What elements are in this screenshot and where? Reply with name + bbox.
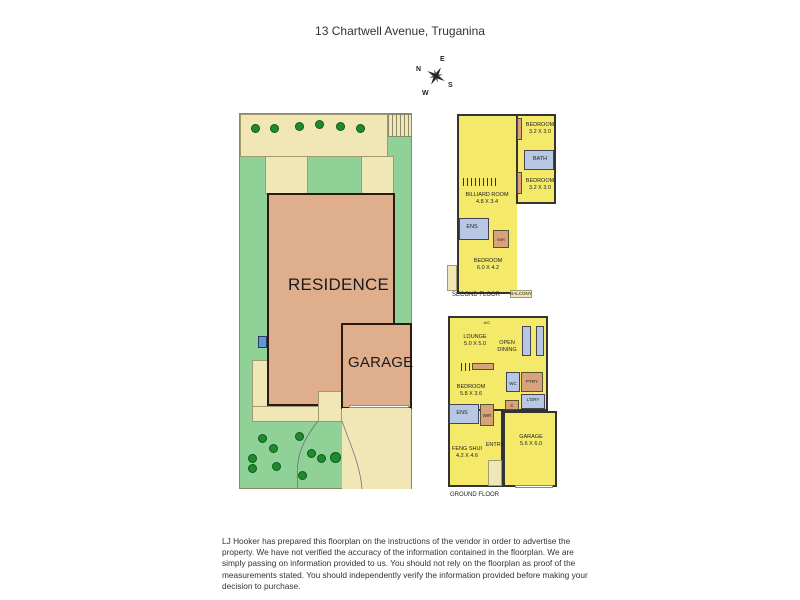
wir-ground-area bbox=[480, 404, 494, 426]
room-bath: BATH bbox=[532, 156, 548, 162]
room-ensuite-upper: ENS bbox=[466, 224, 478, 230]
room-ensuite-ground: ENS bbox=[456, 410, 468, 416]
tree-icon bbox=[272, 462, 281, 471]
second-floor-plan bbox=[457, 114, 517, 294]
room-entry: ENTRY bbox=[485, 442, 505, 448]
ground-floor-label: GROUND FLOOR bbox=[450, 492, 500, 498]
wir-area bbox=[493, 230, 509, 248]
room-wir-ground: WIR bbox=[482, 413, 492, 418]
robe bbox=[517, 172, 522, 194]
tree-icon bbox=[269, 444, 278, 453]
tree-icon bbox=[295, 122, 304, 131]
ensuite-area bbox=[459, 218, 489, 240]
property-address-title: 13 Chartwell Avenue, Truganina bbox=[315, 24, 485, 38]
tree-icon bbox=[330, 452, 341, 463]
site-plan: RESIDENCE GARAGE bbox=[239, 113, 414, 490]
robe bbox=[517, 118, 522, 140]
disclaimer-text: LJ Hooker has prepared this floorplan on… bbox=[222, 536, 588, 591]
balcony bbox=[510, 290, 532, 298]
driveway bbox=[342, 408, 411, 489]
tree-icon bbox=[295, 432, 304, 441]
compass-e: E bbox=[440, 56, 445, 63]
tree-icon bbox=[356, 124, 365, 133]
room-wc: WC bbox=[509, 381, 517, 386]
paving-left bbox=[265, 156, 308, 194]
ground-floor-garage bbox=[503, 411, 557, 487]
ensuite-ground-area bbox=[449, 404, 479, 424]
under-stair-storage bbox=[472, 363, 494, 370]
entry-porch bbox=[488, 460, 502, 486]
compass-w: W bbox=[422, 90, 429, 97]
room-pantry: PTRY bbox=[526, 379, 538, 384]
tree-icon bbox=[307, 449, 316, 458]
garden-path bbox=[296, 420, 363, 490]
garage-label: GARAGE bbox=[348, 354, 414, 371]
room-open-dining: OPEN DINING bbox=[497, 340, 517, 353]
kitchen-bench bbox=[522, 326, 531, 356]
garage-door bbox=[349, 405, 409, 408]
room-cupboard: C bbox=[510, 403, 514, 408]
staircase-icon bbox=[460, 178, 496, 186]
tree-icon bbox=[317, 454, 326, 463]
tree-icon bbox=[270, 124, 279, 133]
room-wir-upper: WIR bbox=[497, 237, 505, 242]
side-balcony bbox=[447, 265, 457, 291]
kitchen-bench-2 bbox=[536, 326, 544, 356]
tree-icon bbox=[248, 464, 257, 473]
tree-icon bbox=[336, 122, 345, 131]
tree-icon bbox=[298, 471, 307, 480]
ac-unit-label: A/C bbox=[483, 320, 491, 325]
second-floor-label: SECOND FLOOR bbox=[452, 292, 501, 298]
water-tank-icon bbox=[258, 336, 267, 348]
tree-icon bbox=[248, 454, 257, 463]
compass-n: N bbox=[416, 66, 422, 73]
pantry-area bbox=[521, 372, 543, 392]
compass-rose-icon: N E S W bbox=[414, 56, 464, 104]
residence-label: RESIDENCE bbox=[288, 275, 389, 294]
compass-s: S bbox=[448, 82, 453, 89]
laundry-area bbox=[521, 394, 545, 409]
wc-area bbox=[506, 372, 520, 392]
room-balcony: BALCONY bbox=[510, 291, 532, 296]
tree-icon bbox=[315, 120, 324, 129]
tree-icon bbox=[258, 434, 267, 443]
staircase-icon bbox=[458, 363, 472, 371]
rear-paving bbox=[240, 114, 388, 157]
deck-slats bbox=[388, 114, 412, 137]
tree-icon bbox=[251, 124, 260, 133]
garage-footprint bbox=[341, 323, 412, 409]
cupboard bbox=[505, 400, 519, 410]
garage-door bbox=[515, 485, 553, 488]
room-laundry: L'DRY bbox=[526, 397, 540, 402]
bath-area bbox=[524, 150, 554, 170]
